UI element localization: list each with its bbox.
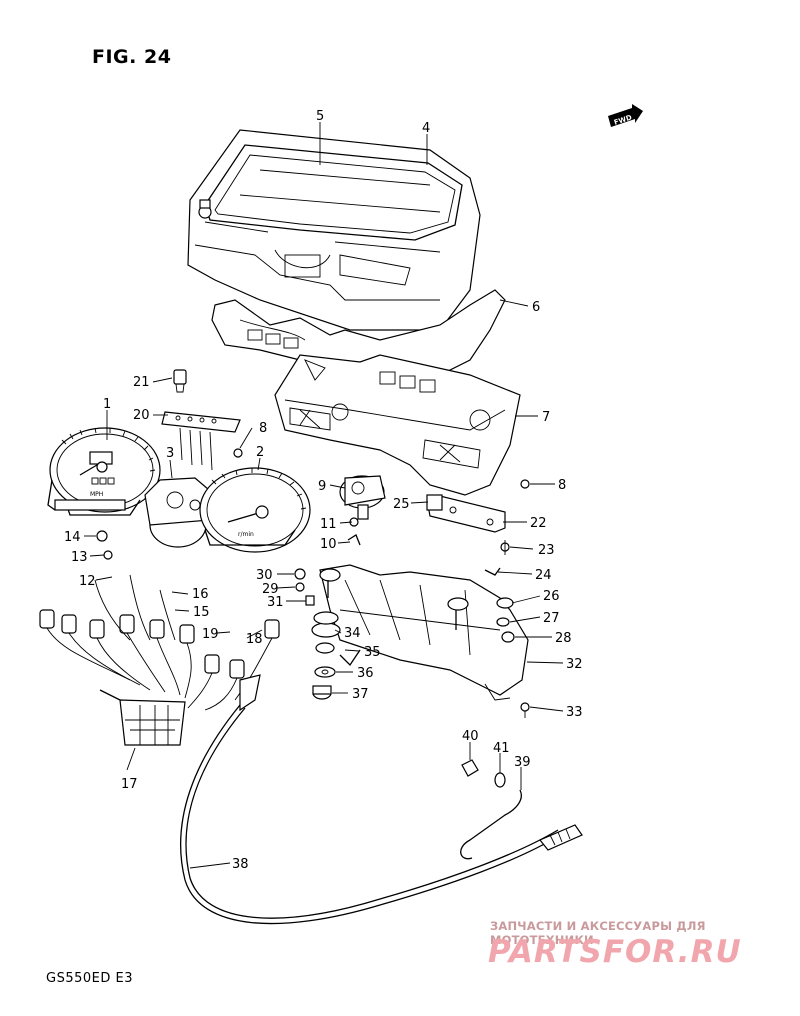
callout-10: 10 (320, 537, 337, 552)
callout-1: 1 (103, 397, 111, 412)
leader-lines (84, 122, 564, 869)
watermark-tagline: ЗАПЧАСТИ И АКСЕССУАРЫ ДЛЯ МОТОТЕХНИКИ (490, 919, 706, 947)
washer-30-part (294, 568, 306, 580)
meter-bracket-part (319, 564, 529, 701)
callout-numbers: 5 4 6 7 8 8 1 3 2 21 20 9 25 22 23 24 26… (64, 109, 583, 872)
nut-14-part (96, 530, 108, 542)
callout-35: 35 (364, 645, 381, 660)
callout-14: 14 (64, 530, 81, 545)
spring-clip-39-part (460, 789, 522, 860)
speedometer-part: MPH (47, 427, 161, 516)
bulb-21-part (173, 369, 187, 393)
meter-cover-part (187, 129, 481, 331)
clip-24-part (484, 567, 501, 576)
callout-7: 7 (542, 410, 550, 425)
bolt-31-part (305, 595, 315, 606)
callout-27: 27 (543, 611, 560, 626)
callout-8b: 8 (558, 478, 566, 493)
nut-28-part (501, 631, 515, 643)
bolt-33-part (520, 702, 530, 718)
callout-9: 9 (318, 479, 326, 494)
speedo-unit-label: MPH (90, 491, 103, 498)
indicator-unit-9-part (339, 475, 386, 520)
callout-2: 2 (256, 445, 264, 460)
callout-4: 4 (422, 121, 430, 136)
callout-18: 18 (246, 632, 263, 647)
callout-15: 15 (193, 605, 210, 620)
screw-8a-part (233, 448, 243, 458)
screw-23-part (500, 540, 510, 555)
callout-37: 37 (352, 687, 369, 702)
callout-5: 5 (316, 109, 324, 124)
speedometer-cable-part (179, 674, 583, 925)
callout-8a: 8 (259, 421, 267, 436)
callout-12: 12 (79, 574, 96, 589)
callout-6: 6 (532, 300, 540, 315)
callout-23: 23 (538, 543, 555, 558)
callout-31: 31 (267, 595, 284, 610)
callout-24: 24 (535, 568, 552, 583)
washer-13-part (103, 550, 113, 560)
callout-13: 13 (71, 550, 88, 565)
callout-11: 11 (320, 517, 337, 532)
washer-29-part (295, 582, 305, 592)
callout-21: 21 (133, 375, 150, 390)
clip-10-part (347, 534, 361, 546)
callout-40: 40 (462, 729, 479, 744)
grommet-34-part (311, 611, 341, 638)
callout-28: 28 (555, 631, 572, 646)
screw-8b-part (520, 479, 530, 489)
meter-holder-part (144, 477, 216, 548)
callout-38: 38 (232, 857, 249, 872)
callout-25: 25 (393, 497, 410, 512)
callout-26: 26 (543, 589, 560, 604)
stay-plate-part (426, 494, 506, 533)
spacer-35-part (315, 642, 361, 667)
washer-41-part (494, 772, 506, 788)
nut-37-part (312, 685, 332, 700)
grommet-26-part (496, 597, 514, 609)
tacho-unit-label: r/min (238, 531, 254, 538)
callout-19: 19 (202, 627, 219, 642)
washer-36-part (314, 666, 336, 678)
callout-36: 36 (357, 666, 374, 681)
meter-case-gasket-part (211, 289, 506, 381)
lower-meter-case-part (274, 354, 521, 496)
callout-20: 20 (133, 408, 150, 423)
callout-16: 16 (192, 587, 209, 602)
callout-3: 3 (166, 446, 174, 461)
callout-29: 29 (262, 582, 279, 597)
callout-41: 41 (493, 741, 510, 756)
callout-17: 17 (121, 777, 138, 792)
lamp-socket-strip-part (161, 411, 241, 471)
washer-27-part (496, 617, 510, 627)
watermark-logo: PARTSFOR.RU (488, 934, 742, 970)
callout-33: 33 (566, 705, 583, 720)
fwd-arrow-icon: FWD (608, 104, 643, 127)
figure-title: FIG. 24 (92, 46, 172, 68)
wiring-harness-part (39, 574, 280, 746)
callout-30: 30 (256, 568, 273, 583)
callout-39: 39 (514, 755, 531, 770)
nut-40-part (461, 759, 479, 777)
callout-32: 32 (566, 657, 583, 672)
callout-22: 22 (530, 516, 547, 531)
callout-34: 34 (344, 626, 361, 641)
model-code: GS550ED E3 (46, 971, 133, 986)
tachometer-part: r/min (199, 467, 311, 553)
